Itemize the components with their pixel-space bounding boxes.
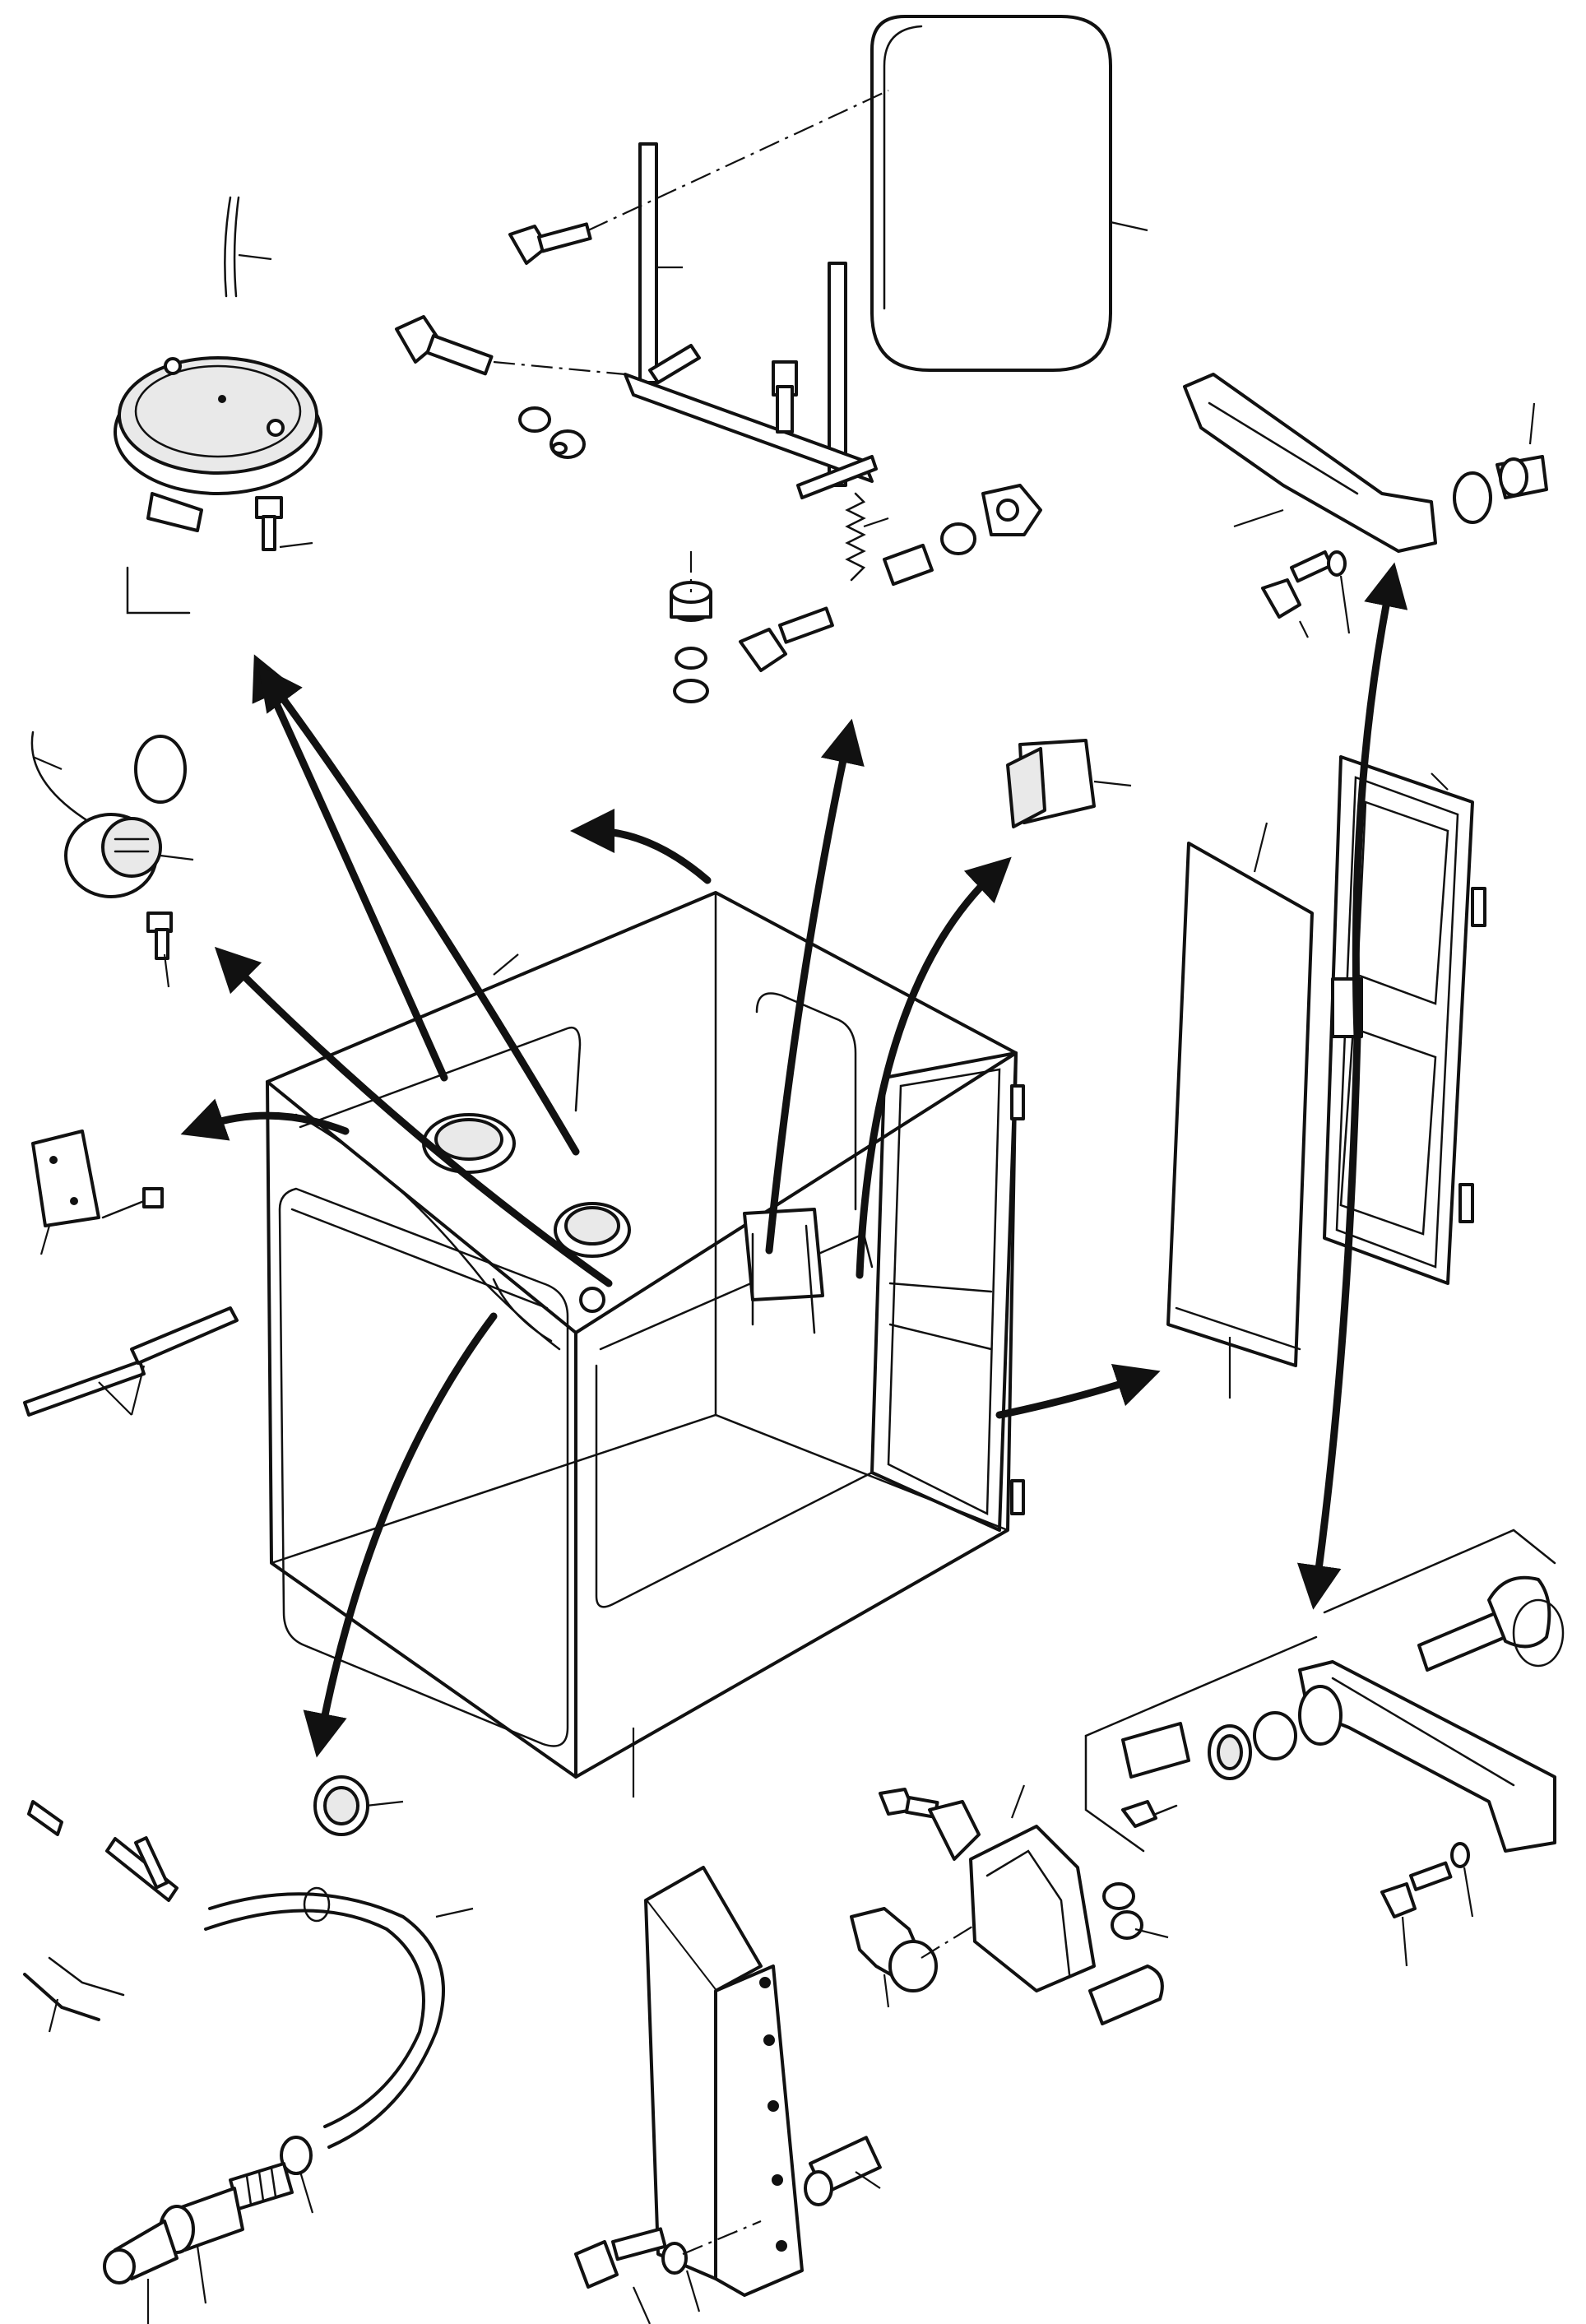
cushion-icon (870, 15, 1148, 372)
frame-icon (395, 90, 1042, 703)
glass-icon (1166, 822, 1314, 1399)
switch-icon (1006, 739, 1132, 828)
tube-icon (23, 1306, 239, 1417)
door-icon (1323, 755, 1486, 1285)
hose-icon (23, 1800, 474, 2149)
grommet-icon (313, 1775, 404, 1836)
handle-icon (1183, 373, 1548, 638)
key-icon (1417, 1575, 1565, 1672)
lock-handle-icon (1084, 1528, 1556, 1967)
arrows (180, 562, 1408, 1758)
plate-icon (31, 1130, 164, 1255)
hinge-icon (574, 1866, 882, 2324)
nozzle-icon (103, 2136, 314, 2324)
latch-icon (850, 1784, 1169, 2025)
socket-icon (30, 731, 194, 988)
lamp-icon (114, 196, 322, 615)
cab-icon (266, 891, 1025, 1798)
